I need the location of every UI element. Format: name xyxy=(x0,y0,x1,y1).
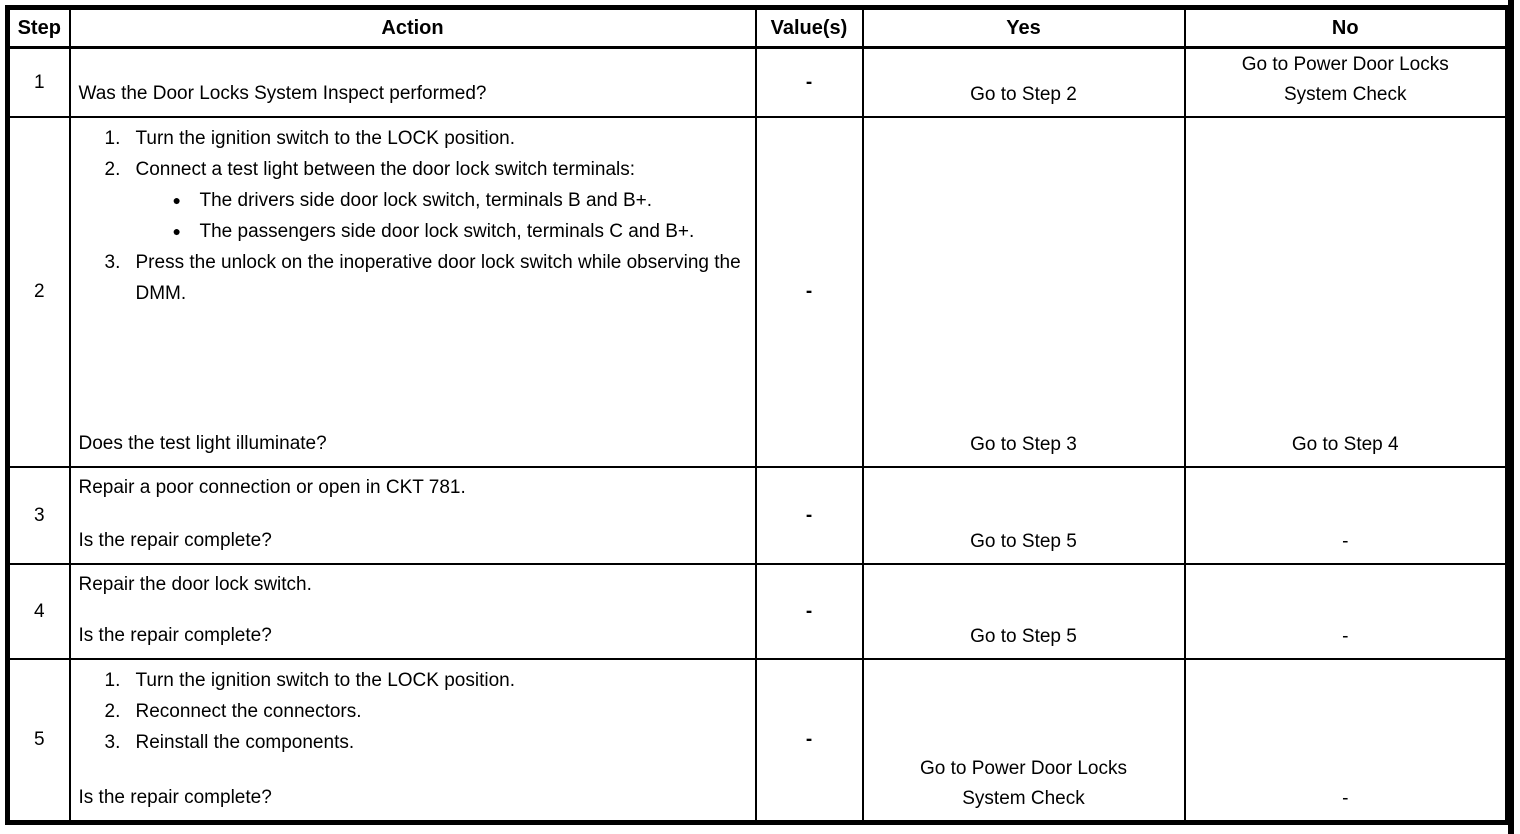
page-edge-line xyxy=(1508,0,1514,834)
header-yes: Yes xyxy=(861,6,1186,49)
action-text: Repair a poor connection or open in CKT … xyxy=(78,477,466,498)
bullet-icon: ● xyxy=(172,223,181,239)
list-number: 3. xyxy=(104,732,121,753)
no-cell: - xyxy=(1183,563,1509,660)
list-item-text: Reinstall the components. xyxy=(135,732,355,753)
list-number: 1. xyxy=(104,670,121,691)
yes-cell: Go to Step 5 xyxy=(861,563,1186,660)
table-header-row: Step Action Value(s) Yes No xyxy=(6,6,1509,49)
step-cell: 5 xyxy=(6,658,71,824)
action-cell: Repair a poor connection or open in CKT … xyxy=(68,466,757,565)
action-question: Is the repair complete? xyxy=(78,530,272,551)
no-cell: - xyxy=(1183,466,1509,565)
table-row: 2 1. Turn the ignition switch to the LOCK … xyxy=(6,116,1509,468)
list-number: 2. xyxy=(104,159,121,180)
action-numbered-list: 1. Turn the ignition switch to the LOCK p… xyxy=(105,123,745,309)
action-bullet-item: ● The drivers side door lock switch, term… xyxy=(173,185,745,216)
yes-cell: Go to Step 3 xyxy=(861,116,1186,468)
action-list-item: 2. Connect a test light between the door … xyxy=(105,154,745,247)
no-cell: Go to Power Door Locks System Check xyxy=(1183,46,1509,118)
list-number: 3. xyxy=(104,252,121,273)
action-bullet-item: ● The passengers side door lock switch, t… xyxy=(173,216,745,247)
header-values: Value(s) xyxy=(754,6,864,49)
list-item-text: Turn the ignition switch to the LOCK pos… xyxy=(135,670,516,691)
action-list-item: 1. Turn the ignition switch to the LOCK p… xyxy=(105,665,745,696)
action-cell: 1. Turn the ignition switch to the LOCK p… xyxy=(68,658,757,824)
table-row: 4 Repair the door lock switch. Is the repa… xyxy=(6,563,1509,660)
value-cell: - xyxy=(754,563,864,660)
action-list-item: 3. Press the unlock on the inoperative do… xyxy=(105,247,745,309)
yes-cell: Go to Step 2 xyxy=(861,46,1186,118)
action-numbered-list: 1. Turn the ignition switch to the LOCK p… xyxy=(105,665,745,758)
action-list-item: 2. Reconnect the connectors. xyxy=(105,696,745,727)
bullet-text: The drivers side door lock switch, termi… xyxy=(199,190,653,211)
table-row: 5 1. Turn the ignition switch to the LOCK … xyxy=(6,658,1509,824)
header-action: Action xyxy=(68,6,757,49)
action-cell: Repair the door lock switch. Is the repai… xyxy=(68,563,757,660)
action-question: Is the repair complete? xyxy=(78,625,272,646)
yes-cell: Go to Step 5 xyxy=(861,466,1186,565)
list-number: 2. xyxy=(104,701,121,722)
action-cell: 1. Turn the ignition switch to the LOCK p… xyxy=(68,116,757,468)
action-question: Does the test light illuminate? xyxy=(78,433,327,454)
value-cell: - xyxy=(754,466,864,565)
step-cell: 2 xyxy=(6,116,71,468)
list-item-text: Turn the ignition switch to the LOCK pos… xyxy=(135,128,516,149)
bullet-icon: ● xyxy=(172,192,181,208)
action-cell: Was the Door Locks System Inspect perfor… xyxy=(68,46,757,118)
list-item-text: Press the unlock on the inoperative door… xyxy=(135,252,741,304)
list-number: 1. xyxy=(104,128,121,149)
action-list-item: 1. Turn the ignition switch to the LOCK p… xyxy=(105,123,745,154)
step-cell: 1 xyxy=(6,46,71,118)
action-question: Is the repair complete? xyxy=(78,787,272,808)
bullet-text: The passengers side door lock switch, te… xyxy=(199,221,695,242)
list-item-text: Reconnect the connectors. xyxy=(135,701,362,722)
header-step: Step xyxy=(6,6,71,49)
step-cell: 4 xyxy=(6,563,71,660)
action-list-item: 3. Reinstall the components. xyxy=(105,727,745,758)
value-cell: - xyxy=(754,658,864,824)
table-row: 3 Repair a poor connection or open in CKT… xyxy=(6,466,1509,565)
header-no: No xyxy=(1183,6,1509,49)
step-cell: 3 xyxy=(6,466,71,565)
yes-cell: Go to Power Door Locks System Check xyxy=(861,658,1186,824)
no-cell: - xyxy=(1183,658,1509,824)
no-cell: Go to Step 4 xyxy=(1183,116,1509,468)
value-cell: - xyxy=(754,116,864,468)
list-item-text: Connect a test light between the door lo… xyxy=(135,159,636,180)
action-question: Was the Door Locks System Inspect perfor… xyxy=(78,83,487,104)
value-cell: - xyxy=(754,46,864,118)
action-text: Repair the door lock switch. xyxy=(78,574,312,595)
